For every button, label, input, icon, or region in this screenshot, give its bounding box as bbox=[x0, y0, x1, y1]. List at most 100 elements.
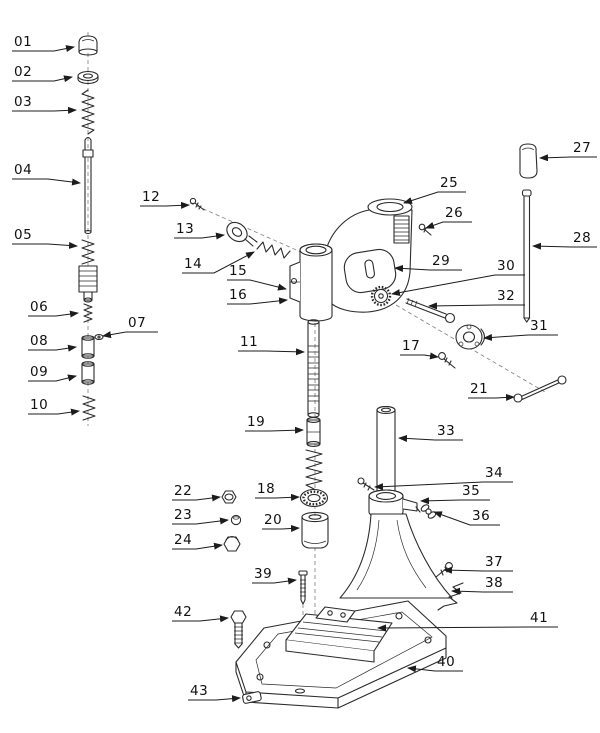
part-06-spring-drawing bbox=[83, 303, 93, 323]
leader-12 bbox=[140, 201, 190, 209]
leader-28 bbox=[532, 242, 597, 250]
leader-20 bbox=[262, 524, 300, 532]
part-04-shaft-drawing bbox=[82, 136, 94, 235]
part-31-hub-drawing bbox=[455, 324, 486, 350]
leader-43 bbox=[188, 695, 241, 703]
leader-11 bbox=[238, 348, 305, 356]
part-19-sleeve-drawing bbox=[306, 417, 321, 447]
part-label-01: 01 bbox=[14, 34, 32, 50]
part-label-30: 30 bbox=[497, 258, 515, 274]
part-label-15: 15 bbox=[229, 263, 247, 279]
part-label-10: 10 bbox=[30, 397, 48, 413]
part-label-17: 17 bbox=[402, 338, 420, 354]
leader-05 bbox=[12, 241, 78, 249]
part-24-acorn-nut-drawing bbox=[223, 535, 241, 552]
part-21-handle-drawing bbox=[513, 375, 567, 403]
part-01-cap-drawing bbox=[78, 35, 98, 56]
leader-02 bbox=[12, 75, 73, 83]
part-label-24: 24 bbox=[174, 532, 192, 548]
part-label-04: 04 bbox=[14, 162, 32, 178]
spindle-spring-drawing bbox=[305, 449, 323, 490]
part-label-32: 32 bbox=[497, 288, 515, 304]
part-label-42: 42 bbox=[174, 604, 192, 620]
part-10-spring-drawing bbox=[82, 395, 96, 421]
leader-26 bbox=[425, 221, 472, 229]
leader-06 bbox=[28, 310, 79, 318]
part-label-36: 36 bbox=[472, 508, 490, 524]
head-casting-drawing bbox=[289, 198, 413, 322]
leader-09 bbox=[28, 374, 77, 382]
leader-39 bbox=[252, 577, 297, 585]
part-label-14: 14 bbox=[184, 256, 202, 272]
part-36-wing-screw-drawing bbox=[415, 504, 437, 519]
part-09-sleeve-drawing bbox=[81, 361, 95, 385]
part-35-clamp-collar-drawing bbox=[368, 489, 418, 519]
part-20-chuck-drawing bbox=[301, 511, 329, 549]
part-label-21: 21 bbox=[470, 381, 488, 397]
part-label-06: 06 bbox=[30, 299, 48, 315]
leader-34 bbox=[374, 481, 513, 491]
leader-33 bbox=[398, 434, 463, 442]
leader-01 bbox=[12, 45, 75, 53]
leader-41 bbox=[377, 624, 558, 632]
part-27-knob-drawing bbox=[519, 143, 538, 179]
part-label-16: 16 bbox=[229, 287, 247, 303]
part-label-35: 35 bbox=[462, 483, 480, 499]
part-11-rack-spindle-drawing bbox=[307, 319, 320, 418]
callout-labels: 01 02 03 04 05 06 07 08 09 10 11 12 13 1… bbox=[14, 34, 591, 699]
leader-19 bbox=[245, 426, 304, 434]
part-label-29: 29 bbox=[432, 253, 450, 269]
part-label-03: 03 bbox=[14, 94, 32, 110]
part-label-40: 40 bbox=[437, 654, 455, 670]
part-label-23: 23 bbox=[174, 507, 192, 523]
leader-29 bbox=[394, 264, 462, 272]
leader-15 bbox=[227, 279, 287, 291]
part-26-screw-drawing bbox=[418, 223, 432, 236]
part-label-31: 31 bbox=[530, 318, 548, 334]
part-25-boss-drawing bbox=[367, 198, 413, 216]
part-17-screw-drawing bbox=[438, 352, 456, 369]
leader-07 bbox=[102, 331, 158, 339]
part-38-spring-pin-drawing bbox=[437, 582, 464, 611]
leader-27 bbox=[539, 154, 597, 162]
part-02-ring-drawing bbox=[77, 70, 99, 85]
part-label-33: 33 bbox=[437, 423, 455, 439]
part-label-39: 39 bbox=[254, 566, 272, 582]
part-label-19: 19 bbox=[247, 414, 265, 430]
part-label-41: 41 bbox=[530, 610, 548, 626]
part-13-bushing-drawing bbox=[226, 221, 258, 247]
part-label-05: 05 bbox=[14, 227, 32, 243]
part-12-screw-drawing bbox=[189, 197, 205, 211]
leader-18 bbox=[255, 493, 300, 501]
part-label-12: 12 bbox=[142, 189, 160, 205]
leader-16 bbox=[227, 297, 288, 305]
leader-32 bbox=[428, 302, 525, 310]
part-label-43: 43 bbox=[190, 683, 208, 699]
quill-tube-drawing bbox=[289, 243, 333, 322]
part-label-07: 07 bbox=[128, 315, 146, 331]
leader-22 bbox=[172, 494, 221, 502]
part-label-20: 20 bbox=[264, 512, 282, 528]
part-label-18: 18 bbox=[257, 481, 275, 497]
part-label-27: 27 bbox=[573, 140, 591, 156]
part-label-02: 02 bbox=[14, 64, 32, 80]
part-41-vise-drawing bbox=[285, 606, 393, 663]
leader-31 bbox=[483, 333, 558, 341]
part-22-nut-drawing bbox=[221, 490, 237, 504]
leader-08 bbox=[28, 344, 77, 352]
part-07-pin-drawing bbox=[94, 333, 104, 341]
leader-23 bbox=[172, 517, 229, 525]
leader-25 bbox=[403, 191, 466, 204]
part-label-34: 34 bbox=[485, 465, 503, 481]
part-39-screw-drawing bbox=[298, 570, 308, 605]
part-08-sleeve-drawing bbox=[81, 335, 95, 359]
part-label-09: 09 bbox=[30, 364, 48, 380]
part-label-28: 28 bbox=[573, 230, 591, 246]
leader-24 bbox=[172, 542, 223, 550]
leader-36 bbox=[433, 511, 500, 526]
leader-37 bbox=[443, 566, 513, 574]
part-label-08: 08 bbox=[30, 333, 48, 349]
part-05-spring-plunger-drawing bbox=[78, 239, 98, 303]
part-label-11: 11 bbox=[240, 334, 258, 350]
